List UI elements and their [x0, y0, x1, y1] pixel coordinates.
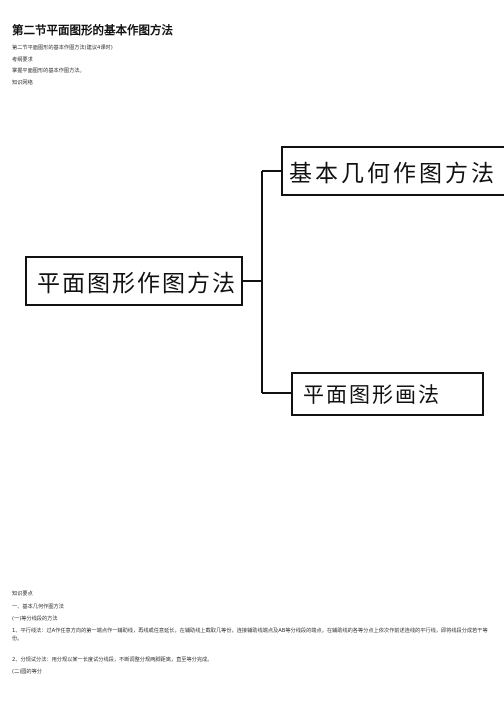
branch-node-plane-drawing: 平面图形画法 [291, 372, 484, 416]
mind-map-connectors [243, 170, 291, 394]
page-title: 第二节平面图形的基本作图方法 [12, 23, 173, 37]
subsection-segment-division: (一)等分线段的方法 [12, 616, 58, 622]
exam-requirement-text: 掌握平面图形的基本作图方法。 [12, 68, 85, 74]
mind-map: 平面图形作图方法 基本几何作图方法 平面图形画法 [0, 100, 504, 580]
knowledge-points-label: 知识要点 [12, 591, 33, 597]
subsection-circle-division: (二)圆的等分 [12, 669, 42, 675]
method-divider-trial: 2、分规试分法：用分规以某一长度试分线段，不断调整分规两脚距离，直至等分完成。 [12, 657, 213, 663]
chapter-subtitle: 第二节平面图形的基本作图方法(建议4课时) [12, 45, 113, 51]
section-heading-basic: 一、基本几何作图方法 [12, 604, 64, 610]
branch-node-basic-geometry: 基本几何作图方法 [281, 146, 504, 196]
method-parallel-lines: 1、平行线法：过A作任意方向的第一端点作一辅助线，再线或任意延长，在辅助线上截取… [12, 628, 488, 642]
exam-requirement-label: 考纲要求 [12, 57, 33, 63]
knowledge-network-label: 知识网络 [12, 80, 33, 86]
root-node: 平面图形作图方法 [25, 256, 243, 306]
